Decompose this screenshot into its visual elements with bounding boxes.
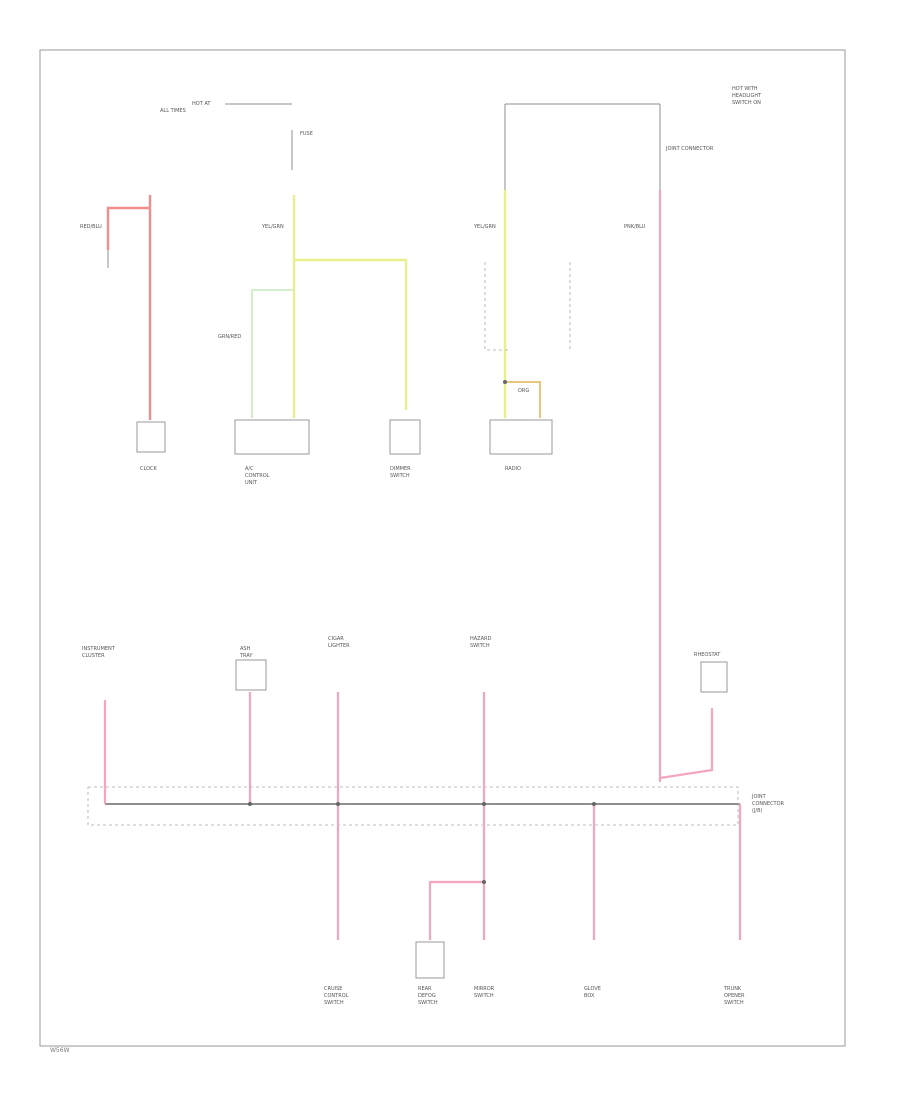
corner-code: W56W [50,1047,70,1054]
clock-label: CLOCK [140,466,158,472]
top-left-note-line1: HOT AT [192,101,211,107]
dimmer-branch: DIMMER SWITCH [389,419,421,479]
ac-label-line2: CONTROL [245,473,270,479]
supply-line-right: HOT WITH HEADLIGHT SWITCH ON JOINT CONNE… [504,86,762,190]
cigar-lighter-label-line2: LIGHTER [328,643,350,649]
supply-line-left: HOT AT ALL TIMES FUSE [160,101,313,170]
clock-component [136,421,166,453]
top-left-note-line2: ALL TIMES [160,108,186,114]
glove-box-label-line2: BOX [584,993,595,999]
ac-control-branch: YEL/GRN GRN/RED A/C CONTROL UNIT [218,195,408,486]
cruise-label-line2: CONTROL [324,993,349,999]
ash-tray-label-line1: ASH [240,646,251,652]
dimmer-label-line2: SWITCH [390,473,410,479]
clock-branch: RED/BLU CLOCK [80,195,166,472]
ac-label-line1: A/C [245,466,254,472]
top-right-note-line2: HEADLIGHT [732,93,762,99]
glove-box-label-line1: GLOVE [584,986,601,992]
right-feed-wire-label: PNK/BLU [624,224,646,230]
trunk-label-line3: SWITCH [724,1000,744,1006]
rear-defog-component [415,941,445,979]
ac-label-line3: UNIT [245,480,258,486]
dimmer-label-line1: DIMMER [390,466,411,472]
junction-dot [592,802,596,806]
mirror-label-line1: MIRROR [474,986,495,992]
hazard-label-line2: SWITCH [470,643,490,649]
clock-wire-label: RED/BLU [80,224,102,230]
trunk-label-line2: OPENER [724,993,745,999]
joint-connector-lower-line2: CONNECTOR [752,801,785,807]
ac-control-component [234,419,310,455]
instrument-cluster-label-line1: INSTRUMENT [82,646,116,652]
radio-wire-label: YEL/GRN [473,224,496,230]
ac-wire-label: YEL/GRN [261,224,284,230]
rheostat-component [700,661,728,693]
ash-tray-branch: ASH TRAY [235,646,267,804]
ac-green-wire-label: GRN/RED [218,334,241,340]
rear-defog-label-line3: SWITCH [418,1000,438,1006]
diagram-frame [39,49,846,1047]
mirror-label-line2: SWITCH [474,993,494,999]
rheostat-label: RHEOSTAT [694,652,721,658]
instrument-cluster-branch: INSTRUMENT CLUSTER [82,646,116,804]
hazard-switch-branch: HAZARD SWITCH [428,636,492,940]
right-feed-branch: PNK/BLU RHEOSTAT [624,190,728,782]
junction-dot [336,802,340,806]
radio-orange-label: ORG [518,388,529,394]
hazard-label-line1: HAZARD [470,636,492,642]
rear-defog-label-line1: REAR [418,986,432,992]
fuse-label: FUSE [300,131,313,137]
top-right-note-line1: HOT WITH [732,86,758,92]
radio-label: RADIO [505,466,521,472]
cigar-lighter-branch: CIGAR LIGHTER [328,636,350,940]
ash-tray-label-line2: TRAY [239,653,253,659]
top-right-note-line3: SWITCH ON [732,100,761,106]
joint-connector-lower-line3: (J/B) [752,808,763,814]
rear-defog-label-line2: DEFOG [418,993,436,999]
dimmer-component [389,419,421,455]
junction-dot [248,802,252,806]
cruise-label-line3: SWITCH [324,1000,344,1006]
junction-dot [503,380,507,384]
radio-branch: YEL/GRN ORG RADIO [473,190,571,472]
junction-dot [482,880,486,884]
radio-component [489,419,553,455]
trunk-label-line1: TRUNK [723,986,742,992]
cruise-label-line1: CRUISE [324,986,342,992]
ash-tray-component [235,659,267,691]
joint-connector-upper-label: JOINT CONNECTOR [665,146,714,152]
instrument-cluster-label-line2: CLUSTER [82,653,105,659]
joint-connector-lower-line1: JOINT [751,794,767,800]
cigar-lighter-label-line1: CIGAR [328,636,344,642]
junction-dot [482,802,486,806]
bus-bar: JOINT CONNECTOR (J/B) [87,786,785,826]
